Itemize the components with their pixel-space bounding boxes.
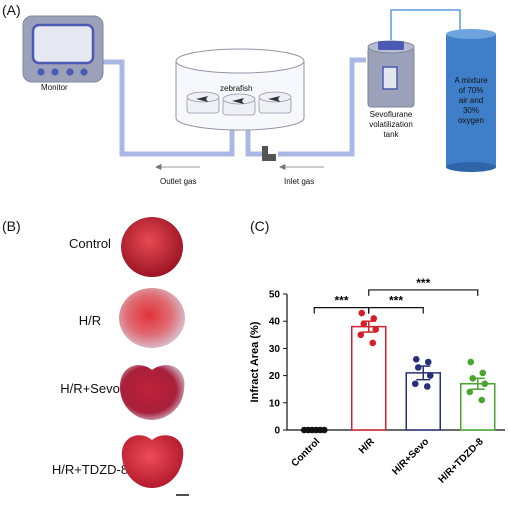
monitor-label: Monitor [41, 83, 68, 92]
chamber-label: zebrafish [220, 84, 253, 93]
x-tick-label: H/R [357, 436, 378, 457]
gas-cylinder [446, 29, 496, 172]
panel-b-label: (B) [2, 218, 21, 234]
bar [405, 372, 441, 431]
data-point [479, 369, 487, 377]
panel-c-label: (C) [250, 218, 270, 234]
data-point [469, 375, 477, 382]
data-point [360, 320, 368, 328]
significance-label: *** [416, 276, 430, 290]
y-tick-label: 40 [269, 317, 281, 328]
data-point [426, 372, 434, 379]
data-point [467, 358, 475, 366]
data-point [358, 309, 366, 317]
significance-label: *** [389, 294, 403, 308]
setup-diagram [22, 9, 496, 172]
data-point [412, 355, 420, 363]
tank-label: Sevoflurane volatilization tank [369, 110, 413, 139]
significance-bracket [368, 307, 424, 314]
gas-pipes [101, 57, 366, 157]
valve-icon [262, 146, 276, 161]
y-tick-label: 20 [269, 371, 281, 382]
data-point [478, 396, 486, 404]
y-axis-label: Infract Area (%) [249, 321, 261, 402]
data-point [466, 388, 474, 396]
fish-dishes [186, 91, 292, 116]
significance-label: *** [334, 294, 348, 308]
cylinder-label: A mixture of 70% air and 30% oxygen [454, 76, 488, 125]
sevoflurane-tank [367, 40, 415, 108]
data-point [423, 383, 431, 390]
data-point [481, 380, 489, 388]
group-label-hr: H/R [78, 313, 102, 328]
bar [351, 325, 387, 431]
y-tick-label: 30 [269, 344, 281, 355]
data-point [411, 380, 419, 388]
data-point [414, 364, 422, 371]
group-label-control: Control [69, 236, 111, 251]
x-tick-label: H/R+TDZD-8 [437, 436, 487, 486]
data-point [357, 331, 365, 339]
data-point [372, 326, 380, 333]
bar [460, 383, 496, 431]
group-label-hr-tdzd8: H/R+TDZD-8 [51, 462, 129, 477]
y-tick-label: 10 [269, 398, 281, 409]
y-tick-label: 0 [274, 426, 280, 437]
x-tick-label: H/R+Sevo [390, 436, 431, 477]
oxygen-line [390, 9, 461, 40]
outlet-gas-label: Outlet gas [160, 177, 197, 186]
significance-bracket [368, 289, 479, 296]
fish-icons [196, 96, 280, 104]
y-tick-label: 50 [269, 290, 281, 301]
zebrafish-chamber [175, 48, 305, 131]
inlet-gas-label: Inlet gas [284, 177, 315, 186]
data-point [369, 339, 377, 347]
data-point [370, 315, 378, 322]
data-point [424, 358, 432, 366]
data-point [320, 426, 328, 434]
panel-a-label: (A) [2, 2, 21, 18]
monitor-device [22, 15, 104, 83]
group-label-hr-sevo: H/R+Sevo [60, 381, 120, 396]
x-tick-label: Control [289, 436, 322, 469]
